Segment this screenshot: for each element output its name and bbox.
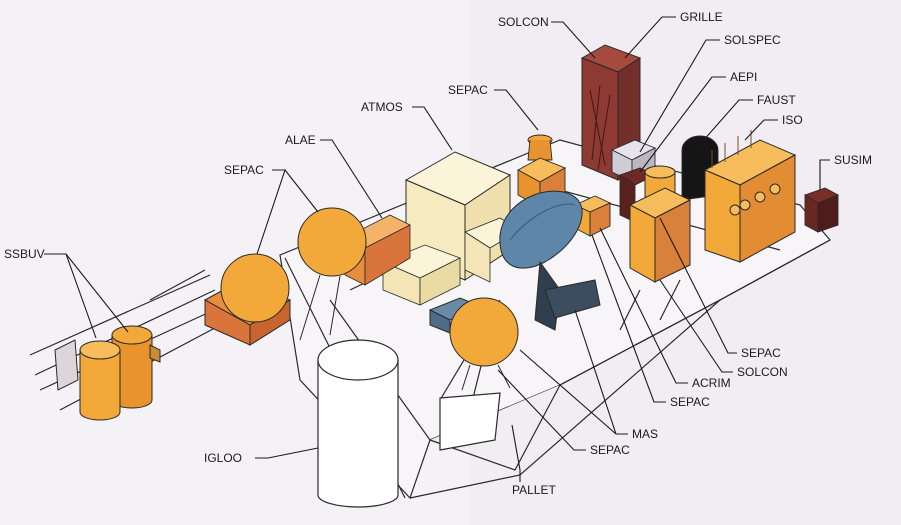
igloo-cylinder [317, 339, 399, 508]
label-pallet: PALLET [512, 483, 556, 497]
label-faust: FAUST [757, 93, 796, 107]
label-sepac-mid: SEPAC [670, 395, 710, 409]
sepac-sphere-rear [297, 207, 367, 341]
label-sepac-bottom: SEPAC [590, 443, 630, 457]
solcon-unit [628, 165, 692, 283]
leader-lines [44, 16, 830, 482]
susim-unit [803, 187, 840, 233]
label-mas: MAS [632, 427, 659, 441]
label-sepac-left: SEPAC [224, 163, 264, 177]
mas-dish [428, 190, 601, 334]
ssbuv-canisters [54, 325, 161, 421]
label-igloo: IGLOO [204, 451, 243, 465]
label-iso: ISO [782, 113, 803, 127]
label-ssbuv: SSBUV [4, 247, 45, 261]
label-alae: ALAE [285, 133, 316, 147]
label-solspec: SOLSPEC [724, 33, 781, 47]
label-atmos: ATMOS [361, 100, 403, 114]
label-solcon-top: SOLCON [498, 15, 549, 29]
label-sepac-top: SEPAC [448, 83, 488, 97]
sepac-sphere-front [203, 253, 292, 346]
label-solcon-right: SOLCON [737, 365, 788, 379]
label-susim: SUSIM [834, 153, 873, 167]
sepac-sphere-mid [449, 297, 519, 391]
label-aepi: AEPI [730, 70, 758, 84]
label-acrim: ACRIM [692, 376, 731, 390]
label-sepac-right: SEPAC [741, 346, 781, 360]
label-grille: GRILLE [680, 10, 723, 24]
iso-unit [703, 130, 797, 263]
